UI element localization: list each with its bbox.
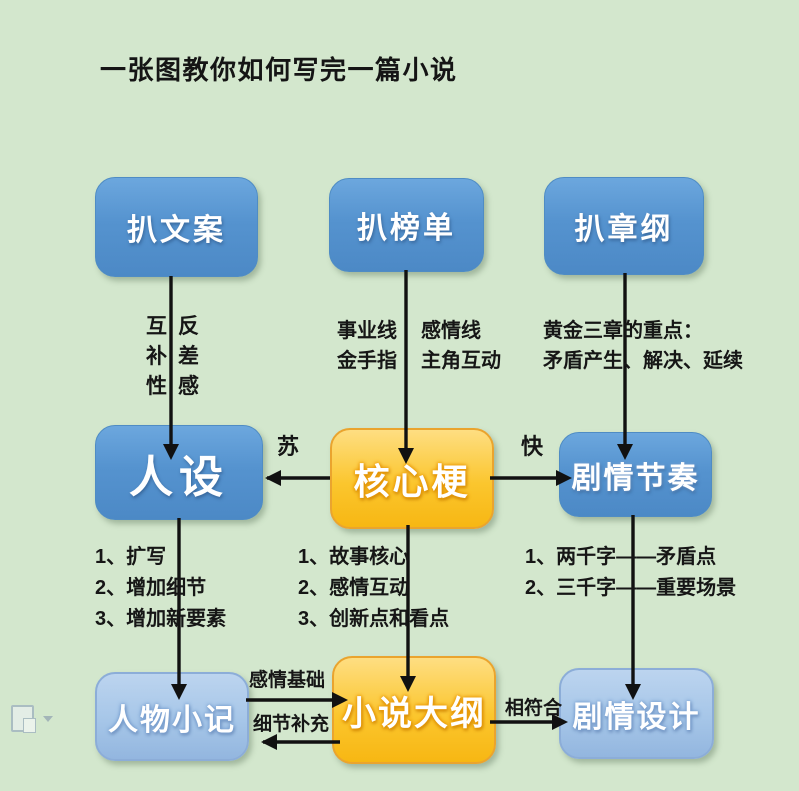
node-character-notes: 人物小记 — [95, 672, 249, 761]
node-core-hook: 核心梗 — [330, 428, 494, 529]
node-character-design: 人设 — [95, 425, 263, 520]
chevron-down-icon — [43, 715, 53, 722]
annotation-detail-supplement: 细节补充 — [253, 714, 330, 735]
annotation-protagonist-interaction: 主角互动 — [421, 350, 501, 372]
page-title: 一张图教你如何写完一篇小说 — [100, 56, 458, 85]
node-novel-outline-label: 小说大纲 — [342, 694, 486, 733]
annotation-contrast: 反差感 — [178, 315, 199, 398]
paste-sheet-icon — [23, 718, 36, 733]
notes-plot-rhythm: 1、两千字——矛盾点 2、三千字——重要场景 — [525, 542, 736, 604]
annotation-golden-three-detail: 矛盾产生、解决、延续 — [543, 350, 743, 372]
node-character-design-label: 人设 — [129, 452, 229, 502]
node-core-hook-label: 核心梗 — [353, 460, 471, 502]
node-rankings-label: 扒榜单 — [357, 212, 456, 245]
clipboard-paste-icon — [11, 705, 36, 733]
node-copywriting-label: 扒文案 — [127, 214, 226, 247]
note-item: 1、故事核心 — [298, 546, 410, 568]
node-chapter-outline: 扒章纲 — [544, 177, 704, 275]
annotation-kuai: 快 — [521, 434, 544, 459]
annotation-su: 苏 — [277, 434, 300, 459]
note-item: 3、创新点和看点 — [298, 608, 450, 630]
annotation-golden-three-title: 黄金三章的重点： — [543, 320, 703, 342]
node-plot-design-label: 剧情设计 — [572, 700, 701, 734]
node-plot-rhythm-label: 剧情节奏 — [571, 461, 700, 495]
arrow-core-hook-to-character-design — [265, 470, 330, 486]
annotation-complementarity: 互补性 — [146, 315, 167, 398]
node-plot-rhythm: 剧情节奏 — [559, 432, 712, 517]
annotation-match: 相符合 — [505, 698, 563, 719]
annotation-emotional-foundation: 感情基础 — [249, 670, 326, 691]
note-item: 2、增加细节 — [95, 577, 207, 599]
node-novel-outline: 小说大纲 — [332, 656, 496, 764]
note-item: 1、两千字——矛盾点 — [525, 546, 717, 568]
node-copywriting: 扒文案 — [95, 177, 258, 277]
annotation-romance-line: 感情线 — [421, 320, 481, 342]
notes-core-hook: 1、故事核心 2、感情互动 3、创新点和看点 — [298, 542, 449, 635]
note-item: 1、扩写 — [95, 546, 167, 568]
note-item: 3、增加新要素 — [95, 608, 227, 630]
node-plot-design: 剧情设计 — [559, 668, 714, 759]
annotation-golden-finger: 金手指 — [337, 350, 397, 372]
note-item: 2、三千字——重要场景 — [525, 577, 737, 599]
note-item: 2、感情互动 — [298, 577, 410, 599]
notes-character-design: 1、扩写 2、增加细节 3、增加新要素 — [95, 542, 226, 635]
node-character-notes-label: 人物小记 — [108, 703, 236, 737]
node-rankings: 扒榜单 — [329, 178, 484, 272]
annotation-career-line: 事业线 — [337, 320, 397, 342]
paste-options-button[interactable] — [11, 705, 53, 733]
node-chapter-outline-label: 扒章纲 — [574, 213, 674, 246]
